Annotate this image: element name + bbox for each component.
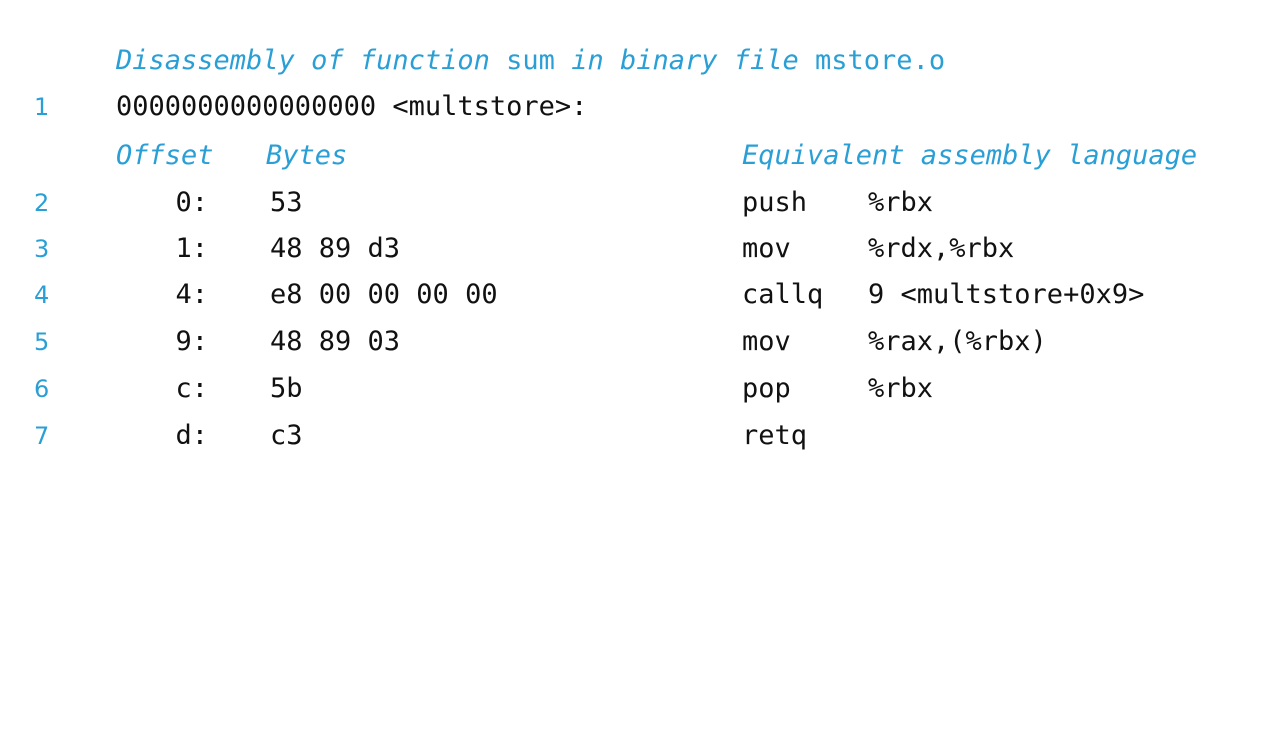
line-number: 6 [34,375,50,403]
column-headers: Offset Bytes Equivalent assembly languag… [0,133,1276,179]
code-line: 7 d: c3 retq [0,413,1276,459]
title-function: sum [506,45,555,76]
operands-cell: %rax,(%rbx) [868,326,1047,357]
offset-cell: 4: [175,279,208,310]
code-line: 2 0: 53 push %rbx [0,180,1276,226]
bytes-cell: e8 00 00 00 00 [270,279,498,310]
line-number: 5 [34,328,50,356]
instruction-cell: callq [742,279,824,310]
line-number: 2 [34,189,50,217]
title-file: mstore.o [815,45,946,76]
offset-column-header: Offset [116,140,214,171]
bytes-cell: 48 89 d3 [270,233,401,264]
line-number: 4 [34,281,50,309]
bytes-cell: c3 [270,420,303,451]
offset-cell: 0: [175,187,208,218]
code-line: 5 9: 48 89 03 mov %rax,(%rbx) [0,319,1276,365]
code-line: 3 1: 48 89 d3 mov %rdx,%rbx [0,226,1276,272]
instruction-cell: pop [742,373,791,404]
listing-title: Disassembly of function sum in binary fi… [0,38,1276,84]
listing-title-text: Disassembly of function sum in binary fi… [116,38,945,84]
operands-cell: %rbx [868,187,934,218]
code-line: 4 4: e8 00 00 00 00 callq 9 <multstore+0… [0,272,1276,318]
line-number: 1 [34,93,50,121]
operands-cell: %rbx [868,373,934,404]
header-line: 1 0000000000000000 <multstore>: [0,84,1276,130]
bytes-cell: 5b [270,373,303,404]
offset-cell: c: [175,373,208,404]
title-prefix: Disassembly of function [116,45,490,76]
assembly-column-header: Equivalent assembly language [742,140,1198,171]
line-number: 7 [34,422,50,450]
code-line: 6 c: 5b pop %rbx [0,366,1276,412]
offset-cell: 9: [175,326,208,357]
instruction-cell: mov [742,326,791,357]
line-number: 3 [34,235,50,263]
operands-cell: 9 <multstore+0x9> [868,279,1145,310]
disassembly-listing: Disassembly of function sum in binary fi… [0,38,1276,459]
bytes-column-header: Bytes [266,140,348,171]
offset-cell: 1: [175,233,208,264]
instruction-cell: retq [742,420,808,451]
title-middle: in binary file [571,45,799,76]
bytes-cell: 53 [270,187,303,218]
bytes-cell: 48 89 03 [270,326,401,357]
header-line-text: 0000000000000000 <multstore>: [116,91,588,122]
offset-cell: d: [175,420,208,451]
operands-cell: %rdx,%rbx [868,233,1015,264]
instruction-cell: mov [742,233,791,264]
instruction-cell: push [742,187,808,218]
